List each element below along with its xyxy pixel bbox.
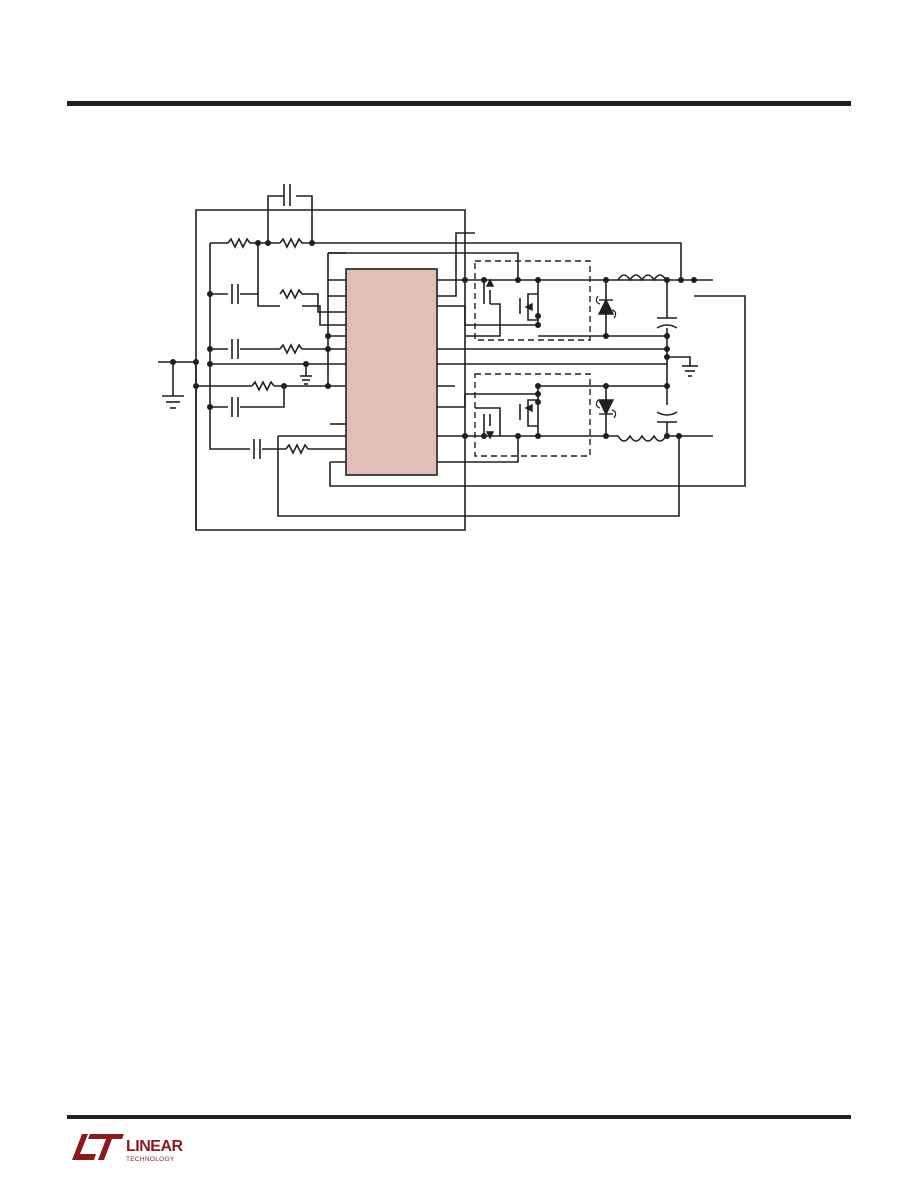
bottom-catch-diode — [597, 399, 615, 416]
top-catch-diode — [597, 298, 615, 315]
top-mosfet-package — [474, 260, 591, 341]
typical-application-schematic — [158, 184, 746, 531]
logo-subtext: TECHNOLOGY — [126, 1156, 175, 1163]
lt-logo-mark-icon — [72, 1134, 96, 1160]
controller-ic — [345, 268, 438, 476]
header-rule — [67, 101, 851, 106]
linear-technology-logo: LINEAR TECHNOLOGY — [72, 1134, 184, 1163]
logo-wordmark: LINEAR — [126, 1138, 184, 1155]
footer-rule — [67, 1115, 851, 1119]
bottom-mosfet-package — [474, 373, 591, 457]
